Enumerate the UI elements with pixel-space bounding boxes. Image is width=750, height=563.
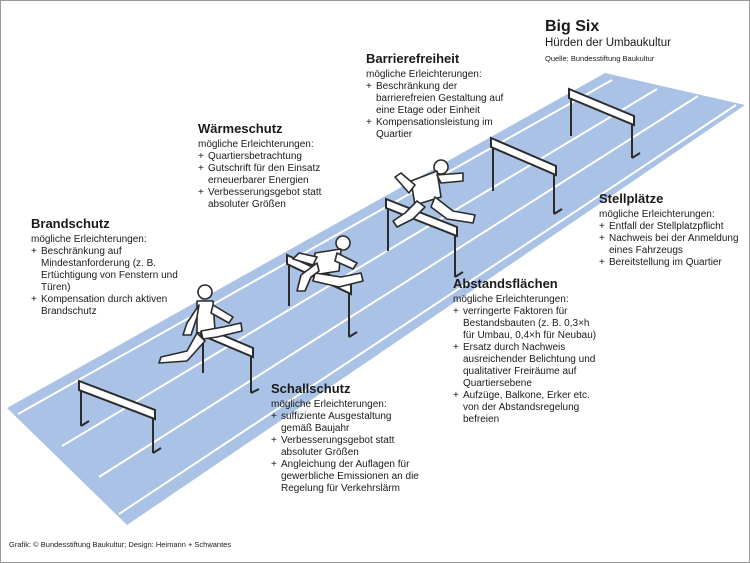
section-heading: Abstandsflächen (453, 276, 558, 291)
source-note: Quelle: Bundesstiftung Baukultur (545, 54, 655, 63)
hurdle (568, 87, 641, 159)
hurdle (385, 197, 464, 278)
list-item: Ersatz durch Nachweis ausreichender Beli… (453, 342, 603, 390)
section-stellplaetze: Stellplätze mögliche Erleichterungen: En… (599, 191, 747, 269)
section-intro: mögliche Erleichterungen: (453, 294, 569, 305)
hurdle (490, 136, 563, 215)
subtitle: Hürden der Umbaukultur (545, 37, 671, 49)
section-intro: mögliche Erleichterungen: (271, 399, 387, 410)
list-item: Verbesserungsgebot statt absoluter Größe… (271, 435, 421, 459)
section-barrierefreiheit: Barrierefreiheit mögliche Erleichterunge… (366, 51, 516, 141)
list-item: Verbesserungsgebot statt absoluter Größe… (198, 187, 326, 211)
lane-line (61, 88, 658, 447)
lane-line (98, 95, 699, 478)
list-item: suffiziente Ausgestaltung gemäß Baujahr (271, 411, 421, 435)
list-item: verringerte Faktoren für Bestandsbauten … (453, 306, 603, 342)
list: suffiziente Ausgestaltung gemäß Baujahr … (271, 411, 421, 495)
section-intro: mögliche Erleichterungen: (31, 234, 147, 245)
title-block: Big Six Hürden der Umbaukultur Quelle: B… (545, 17, 735, 64)
section-heading: Stellplätze (599, 191, 664, 206)
list-item: Bereitstellung im Quartier (599, 257, 747, 269)
athlete-figure (292, 235, 364, 292)
section-schallschutz: Schallschutz mögliche Erleichterungen: s… (271, 381, 421, 495)
list-item: Quartiersbetrachtung (198, 151, 326, 163)
list-item: Kompensation durch aktiven Brandschutz (31, 294, 181, 318)
list: Beschränkung auf Mindestanforderung (z. … (31, 246, 181, 318)
section-heading: Schallschutz (271, 381, 351, 396)
list-item: Beschränkung auf Mindestanforderung (z. … (31, 246, 181, 294)
list-item: Beschränkung der barrierefreien Gestaltu… (366, 81, 516, 117)
list-item: Angleichung der Auflagen für gewerbliche… (271, 459, 421, 495)
athlete-figure (158, 284, 243, 364)
hurdle (78, 379, 162, 454)
list: Quartiersbetrachtung Gutschrift für den … (198, 151, 326, 211)
section-heading: Barrierefreiheit (366, 51, 460, 66)
section-intro: mögliche Erleichterungen: (198, 139, 314, 150)
section-heading: Wärmeschutz (198, 121, 283, 136)
main-title: Big Six (545, 18, 600, 35)
athlete-figure (392, 159, 476, 228)
list: verringerte Faktoren für Bestandsbauten … (453, 306, 603, 426)
list-item: Nachweis bei der Anmeldung eines Fahrzeu… (599, 233, 747, 257)
lane-line (118, 104, 737, 515)
section-abstandsflaechen: Abstandsflächen mögliche Erleichterungen… (453, 276, 603, 426)
section-brandschutz: Brandschutz mögliche Erleichterungen: Be… (31, 216, 181, 318)
list-item: Entfall der Stellplatzpflicht (599, 221, 747, 233)
list-item: Aufzüge, Balkone, Erker etc. von der Abs… (453, 390, 603, 426)
section-heading: Brandschutz (31, 216, 110, 231)
track-surface (7, 73, 745, 525)
section-intro: mögliche Erleichterungen: (366, 69, 482, 80)
credit-line: Grafik: © Bundesstiftung Baukultur; Desi… (9, 540, 232, 549)
section-intro: mögliche Erleichterungen: (599, 209, 715, 220)
list-item: Kompensationsleistung im Quartier (366, 117, 516, 141)
list: Beschränkung der barrierefreien Gestaltu… (366, 81, 516, 141)
list: Entfall der Stellplatzpflicht Nachweis b… (599, 221, 747, 269)
list-item: Gutschrift für den Einsatz erneuerbarer … (198, 163, 326, 187)
section-waermeschutz: Wärmeschutz mögliche Erleichterungen: Qu… (198, 121, 326, 211)
